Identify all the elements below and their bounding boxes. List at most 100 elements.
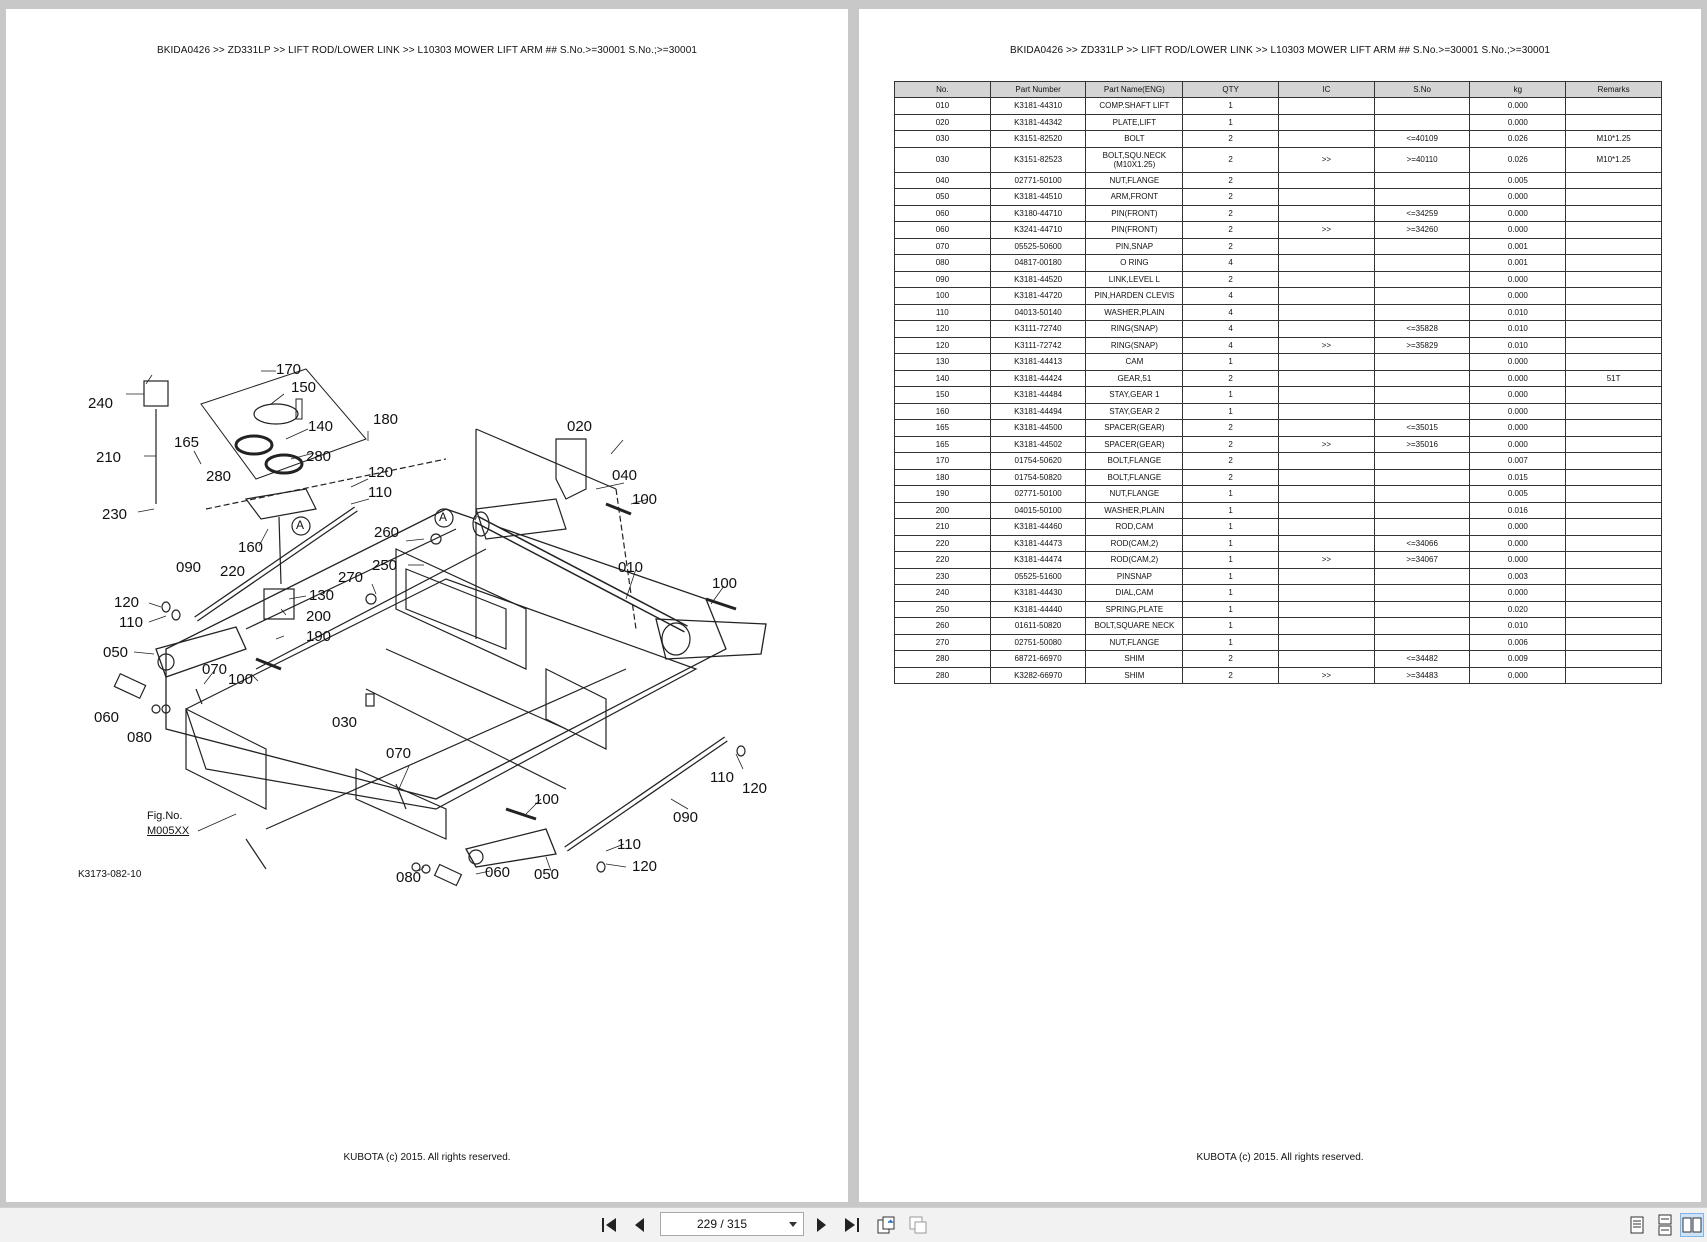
table-cell: 220 bbox=[894, 551, 991, 569]
table-cell: PIN,HARDEN CLEVIS bbox=[1085, 287, 1184, 305]
table-cell: 2 bbox=[1182, 650, 1280, 668]
table-cell: K3181-44720 bbox=[989, 287, 1087, 305]
table-cell bbox=[1278, 237, 1375, 255]
leader-lines bbox=[126, 370, 744, 875]
table-cell: K3181-44473 bbox=[989, 534, 1087, 552]
table-cell: K3181-44510 bbox=[989, 188, 1087, 206]
table-cell bbox=[1278, 171, 1375, 189]
table-cell: 060 bbox=[894, 204, 991, 222]
table-cell: 1 bbox=[1182, 617, 1280, 635]
table-cell: 0.000 bbox=[1469, 666, 1567, 684]
facing-view-button[interactable] bbox=[1680, 1213, 1704, 1237]
table-cell: K3181-44520 bbox=[989, 270, 1087, 288]
table-cell: K3181-44342 bbox=[989, 113, 1087, 131]
table-cell: 02771-50100 bbox=[989, 485, 1087, 503]
callout-100: 100 bbox=[228, 671, 254, 688]
callout-250: 250 bbox=[372, 557, 398, 574]
table-cell: BOLT bbox=[1085, 130, 1184, 148]
next-page-button[interactable] bbox=[809, 1213, 833, 1237]
table-cell: 070 bbox=[894, 237, 991, 255]
table-cell bbox=[1278, 287, 1375, 305]
table-cell: 0.000 bbox=[1469, 221, 1567, 239]
callout-130: 130 bbox=[309, 587, 335, 604]
table-cell: 2 bbox=[1182, 435, 1280, 453]
table-cell bbox=[1565, 254, 1662, 272]
table-cell: 1 bbox=[1182, 353, 1280, 371]
table-cell: 180 bbox=[894, 468, 991, 486]
callout-280: 280 bbox=[206, 468, 232, 485]
table-cell: 165 bbox=[894, 419, 991, 437]
table-cell bbox=[1278, 633, 1375, 651]
table-cell bbox=[1278, 600, 1375, 618]
table-cell: BOLT,FLANGE bbox=[1085, 468, 1184, 486]
table-cell: 01754-50620 bbox=[989, 452, 1087, 470]
table-cell: K3181-44430 bbox=[989, 584, 1087, 602]
table-cell: 2 bbox=[1182, 666, 1280, 684]
table-cell: 0.000 bbox=[1469, 419, 1567, 437]
table-cell: 030 bbox=[894, 146, 991, 173]
callout-190: 190 bbox=[306, 628, 332, 645]
table-cell: 280 bbox=[894, 650, 991, 668]
table-cell bbox=[1278, 270, 1375, 288]
single-page-view-button[interactable] bbox=[1625, 1213, 1649, 1237]
table-cell: <=34066 bbox=[1373, 534, 1471, 552]
table-cell: 0.005 bbox=[1469, 171, 1567, 189]
table-cell bbox=[1565, 353, 1662, 371]
table-cell: 0.001 bbox=[1469, 254, 1567, 272]
table-cell: 170 bbox=[894, 452, 991, 470]
rotate-page-button[interactable] bbox=[874, 1213, 898, 1237]
table-cell: DIAL,CAM bbox=[1085, 584, 1184, 602]
table-cell: 4 bbox=[1182, 336, 1280, 354]
table-cell bbox=[1373, 452, 1471, 470]
table-cell: 160 bbox=[894, 402, 991, 420]
table-cell: 2 bbox=[1182, 221, 1280, 239]
table-cell: 0.000 bbox=[1469, 270, 1567, 288]
table-cell bbox=[1565, 468, 1662, 486]
table-cell: 230 bbox=[894, 567, 991, 585]
table-cell: 0.000 bbox=[1469, 204, 1567, 222]
table-cell: 05525-50600 bbox=[989, 237, 1087, 255]
table-cell: 1 bbox=[1182, 402, 1280, 420]
callout-120: 120 bbox=[742, 780, 768, 797]
table-cell: RING(SNAP) bbox=[1085, 320, 1184, 338]
table-cell bbox=[1373, 567, 1471, 585]
rotate-page-icon bbox=[877, 1216, 895, 1234]
callout-240: 240 bbox=[88, 395, 114, 412]
callout-210: 210 bbox=[96, 449, 122, 466]
table-cell: LINK,LEVEL L bbox=[1085, 270, 1184, 288]
table-cell: 4 bbox=[1182, 287, 1280, 305]
table-cell: >=34483 bbox=[1373, 666, 1471, 684]
table-cell bbox=[1565, 534, 1662, 552]
table-cell: ROD(CAM,2) bbox=[1085, 534, 1184, 552]
last-page-button[interactable] bbox=[840, 1213, 864, 1237]
fit-page-button[interactable] bbox=[906, 1213, 930, 1237]
callout-230: 230 bbox=[102, 506, 128, 523]
table-cell: PIN,SNAP bbox=[1085, 237, 1184, 255]
column-header: IC bbox=[1278, 81, 1375, 98]
continuous-view-button[interactable] bbox=[1653, 1213, 1677, 1237]
table-cell: 040 bbox=[894, 171, 991, 189]
page-number-select[interactable]: 229 / 315 bbox=[660, 1212, 804, 1236]
prev-page-button[interactable] bbox=[628, 1213, 652, 1237]
column-header: Part Number bbox=[989, 81, 1087, 98]
table-cell: 240 bbox=[894, 584, 991, 602]
table-cell: SHIM bbox=[1085, 650, 1184, 668]
table-cell: K3180-44710 bbox=[989, 204, 1087, 222]
table-cell: >=34260 bbox=[1373, 221, 1471, 239]
first-page-button[interactable] bbox=[597, 1213, 621, 1237]
table-cell: PLATE,LIFT bbox=[1085, 113, 1184, 131]
table-cell: 2 bbox=[1182, 270, 1280, 288]
table-cell: 05525-51600 bbox=[989, 567, 1087, 585]
table-cell bbox=[1373, 617, 1471, 635]
page-footer: KUBOTA (c) 2015. All rights reserved. bbox=[1196, 1152, 1364, 1163]
table-cell: 2 bbox=[1182, 146, 1280, 173]
